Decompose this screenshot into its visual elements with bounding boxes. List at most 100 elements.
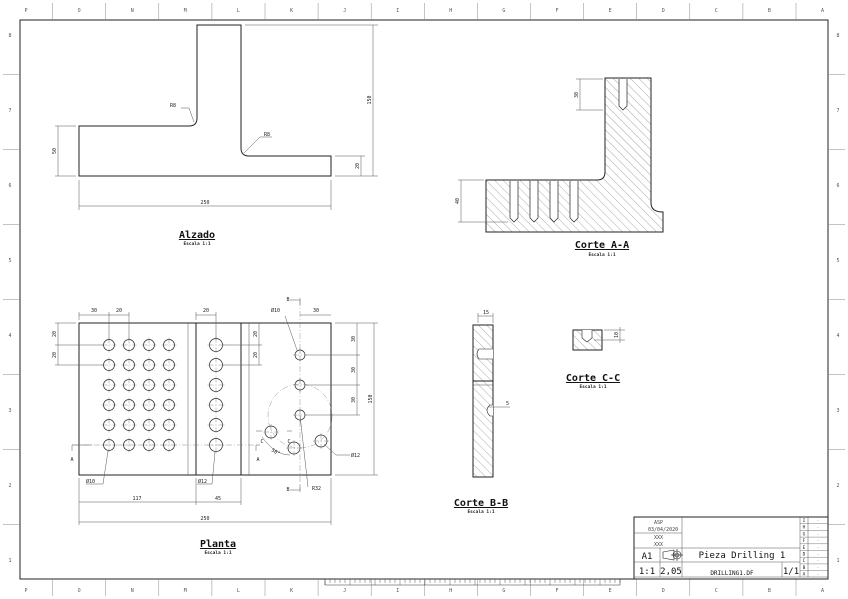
drawing-weight: 2,05: [660, 567, 682, 577]
dim: 15: [483, 310, 489, 316]
border-row-label: 1: [836, 558, 839, 564]
dim: 30: [313, 308, 319, 314]
scale-bar: [324, 578, 621, 586]
border-row-label: 5: [8, 258, 11, 264]
border-column-label: I: [396, 588, 399, 594]
designed-by: ASP: [654, 520, 663, 526]
view-title: Corte B-B: [454, 498, 508, 509]
dim: 20: [52, 331, 58, 337]
dim-radius-2: R8: [264, 132, 270, 138]
border-column-label: N: [131, 588, 134, 594]
dim: 20: [52, 352, 58, 358]
border-column-label: O: [78, 588, 81, 594]
dim-radius: R32: [312, 486, 321, 492]
revision-entry: -: [817, 558, 819, 563]
view-corte-bb: 15 5 Corte B-B Escala 1:1: [454, 310, 510, 515]
dim: 5: [506, 401, 509, 407]
border-row-label: 8: [8, 33, 11, 39]
border-column-label: G: [502, 8, 505, 14]
dim-base-depth: 40: [455, 198, 461, 204]
revision-entry: -: [817, 572, 819, 577]
dim: 30: [351, 336, 357, 342]
border-row-label: 4: [836, 333, 839, 339]
view-title: Planta: [200, 539, 236, 550]
dim-diameter: Ø10: [86, 478, 95, 485]
view-scale: Escala 1:1: [579, 384, 606, 390]
border-column-label: C: [715, 588, 718, 594]
border-column-label: L: [237, 8, 240, 14]
section-label: C: [260, 439, 263, 445]
border-column-label: A: [821, 8, 824, 14]
border-column-label: M: [184, 8, 187, 14]
border-row-label: 2: [836, 483, 839, 489]
border-row-label: 8: [836, 33, 839, 39]
border-row-label: 6: [836, 183, 839, 189]
view-scale: Escala 1:1: [204, 550, 231, 556]
design-date: 03/04/2020: [648, 527, 678, 533]
revision-entry: -: [817, 531, 819, 536]
revision-letter: E: [803, 545, 806, 551]
section-label: A: [70, 457, 73, 463]
revision-letter: D: [803, 552, 806, 558]
view-title: Corte A-A: [575, 240, 629, 251]
section-label: B: [286, 297, 289, 303]
border-column-label: L: [237, 588, 240, 594]
border-column-label: J: [343, 8, 346, 14]
border-row-label: 7: [8, 108, 11, 114]
border-column-label: E: [609, 588, 612, 594]
view-scale: Escala 1:1: [588, 252, 615, 258]
section-label: C: [287, 439, 290, 445]
view-scale: Escala 1:1: [183, 241, 210, 247]
border-column-label: D: [662, 8, 665, 14]
border-column-label: O: [78, 8, 81, 14]
dim: 45: [215, 496, 221, 502]
border-column-label: F: [555, 588, 558, 594]
border-column-label: G: [502, 588, 505, 594]
dim: 20: [203, 308, 209, 314]
view-planta: 30 20 20 30 20 20 20 20 30 30 30 150 117…: [52, 297, 378, 556]
revision-entry: -: [817, 552, 819, 557]
border-column-label: P: [24, 588, 27, 594]
drawing-title: Pieza Drilling 1: [699, 551, 786, 561]
border-row-label: 4: [8, 333, 11, 339]
view-corte-cc: 10 Corte C-C Escala 1:1: [566, 327, 625, 390]
checked-by: XXX: [654, 535, 663, 541]
border-column-label: H: [449, 8, 452, 14]
dim-radius-1: R8: [170, 103, 176, 109]
dim: 20: [116, 308, 122, 314]
revision-letter: C: [803, 558, 806, 564]
border-column-label: K: [290, 8, 293, 14]
section-label: A: [256, 457, 259, 463]
border-row-label: 7: [836, 108, 839, 114]
border-column-label: E: [609, 8, 612, 14]
revision-letter: F: [803, 538, 806, 544]
section-label: B: [286, 487, 289, 493]
dim: 150: [368, 394, 374, 403]
dim-right-height: 20: [355, 163, 361, 169]
border-column-label: A: [821, 588, 824, 594]
dim: 117: [132, 496, 141, 502]
view-scale: Escala 1:1: [467, 509, 494, 515]
revision-entry: -: [817, 545, 819, 550]
view-title: Alzado: [179, 230, 215, 241]
dim: 250: [200, 516, 209, 522]
revision-entry: -: [817, 525, 819, 530]
dim-diameter: Ø10: [271, 307, 280, 314]
border-row-label: 5: [836, 258, 839, 264]
dim: 30: [351, 367, 357, 373]
dim: 20: [253, 331, 259, 337]
check-date: XXX: [654, 542, 663, 548]
dim-left-height: 50: [52, 148, 58, 154]
dim-top-depth: 30: [574, 92, 580, 98]
dim-diameter: Ø12: [351, 452, 360, 459]
border-column-label: P: [24, 8, 27, 14]
sheet-size: A1: [642, 552, 653, 562]
revision-letter: G: [803, 531, 806, 537]
view-alzado: 250 150 50 20 R8 R8 Alzado Escala 1:1: [52, 24, 378, 247]
dim-width: 250: [200, 200, 209, 206]
border-column-label: K: [290, 588, 293, 594]
border-column-label: M: [184, 588, 187, 594]
border-column-label: H: [449, 588, 452, 594]
